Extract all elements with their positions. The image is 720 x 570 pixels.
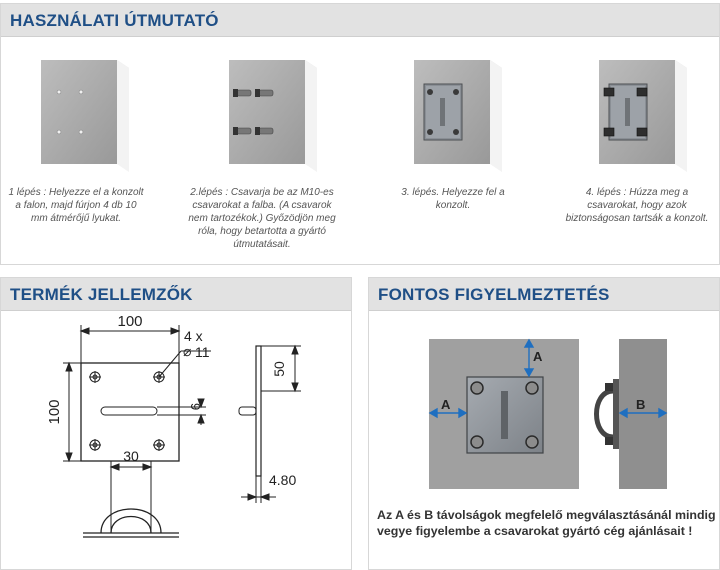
dim-loop-width: 30 bbox=[123, 448, 139, 464]
step-2-image bbox=[229, 60, 317, 172]
label-b: B bbox=[636, 397, 645, 412]
step-3-caption: 3. lépés. Helyezze fel a konzolt. bbox=[401, 187, 505, 211]
label-a-top: A bbox=[533, 349, 543, 364]
dim-side-height: 50 bbox=[271, 361, 287, 377]
dim-top-width: 100 bbox=[117, 313, 142, 330]
dim-hole-diameter: 11 bbox=[195, 344, 210, 360]
usage-header: HASZNÁLATI ÚTMUTATÓ bbox=[1, 4, 719, 37]
step-4-image bbox=[599, 60, 687, 172]
diameter-symbol: ⌀ bbox=[183, 343, 191, 359]
step-3-image bbox=[414, 60, 502, 172]
label-a-left: A bbox=[441, 397, 451, 412]
warning-title: FONTOS FIGYELMEZTETÉS bbox=[378, 285, 610, 304]
usage-panel: HASZNÁLATI ÚTMUTATÓ bbox=[0, 3, 720, 265]
step-1-image bbox=[41, 60, 129, 172]
features-panel: TERMÉK JELLEMZŐK bbox=[0, 277, 352, 570]
step-4-caption: 4. lépés : Húzza meg a csavarokat, hogy … bbox=[565, 187, 709, 224]
distance-diagram: A A B bbox=[428, 338, 668, 489]
dim-slot-width: 9 bbox=[188, 403, 203, 410]
dim-holes-count: 4 x bbox=[184, 328, 203, 344]
warning-text: Az A és B távolságok megfelelő megválasz… bbox=[377, 508, 716, 538]
step-1-caption: 1 lépés : Helyezze el a konzolt a falon,… bbox=[8, 187, 144, 224]
step-2-caption: 2.lépés : Csavarja be az M10-es csavarok… bbox=[188, 187, 336, 250]
warning-panel: FONTOS FIGYELMEZTETÉS A A bbox=[368, 277, 720, 570]
features-header: TERMÉK JELLEMZŐK bbox=[1, 278, 351, 311]
warning-header: FONTOS FIGYELMEZTETÉS bbox=[369, 278, 719, 311]
dim-thickness: 4.80 bbox=[269, 472, 296, 488]
features-title: TERMÉK JELLEMZŐK bbox=[10, 285, 193, 304]
usage-title: HASZNÁLATI ÚTMUTATÓ bbox=[10, 11, 219, 30]
technical-drawing: 100 100 4 x ⌀ 11 9 50 4.80 30 bbox=[46, 313, 301, 538]
dim-left-height: 100 bbox=[46, 399, 63, 424]
